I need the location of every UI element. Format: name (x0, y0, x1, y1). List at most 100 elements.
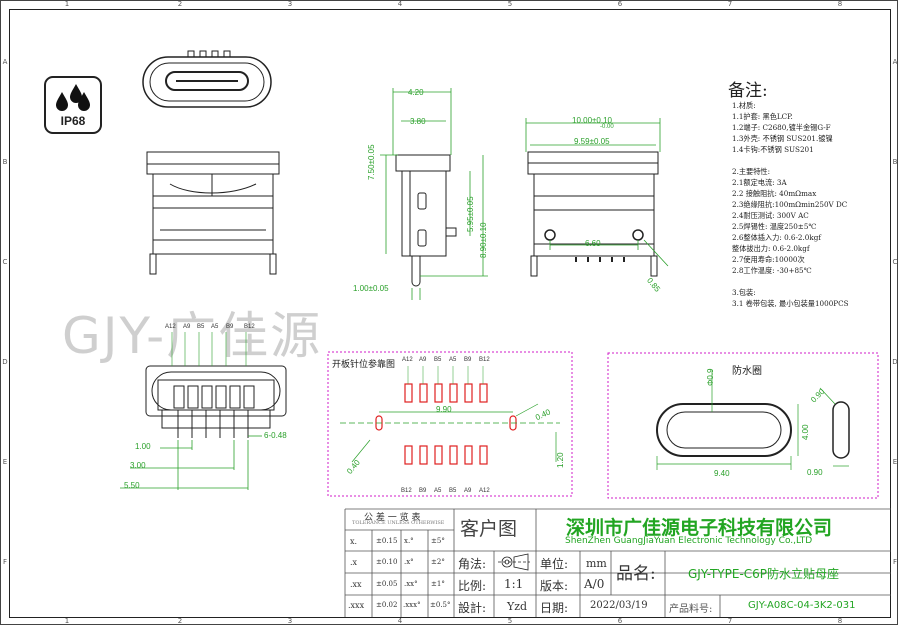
dim-1-00-side: 1.00±0.05 (353, 284, 389, 293)
pcb-box-title: 开板针位参靠图 (332, 360, 396, 370)
note-line: 1.材质: (732, 101, 756, 110)
note-line: 2.主要特性: (732, 167, 771, 176)
zone-right-b: B (892, 158, 898, 166)
note-line: 2.2 接触阻抗: 40mΩmax (732, 189, 817, 198)
customer-drawing-label: 客户图 (460, 518, 518, 540)
tol-row-1-b: ±0.15 (376, 537, 398, 545)
dim-ring-4-00: 4.00 (801, 424, 810, 440)
tol-row-3-c: .xx° (404, 580, 418, 588)
tol-row-2-a: .x (350, 558, 358, 567)
zone-bottom-7: 7 (727, 617, 733, 625)
notes-title: 备注: (728, 81, 768, 101)
ip68-text: IP68 (60, 114, 86, 128)
note-line: 2.3绝缘阻抗:100mΩmin250V DC (732, 200, 848, 209)
dim-4-20: 4.20 (408, 88, 424, 97)
note-line: 3.包装: (732, 288, 756, 297)
dim-ring-phi-0-9: Φ0.9 (706, 368, 715, 386)
dim-pcb-9-90: 9.90 (436, 405, 452, 414)
tolerance-header: 公 差 一 览 表 (364, 513, 421, 523)
pin-label-a9: A9 (183, 324, 191, 330)
design-label: 設計: (458, 601, 487, 615)
zone-bottom-3: 3 (287, 617, 293, 625)
dim-10-00: 10.00±0.10 (572, 116, 612, 125)
tol-row-2-b: ±0.10 (376, 558, 398, 566)
tol-row-2-c: .x° (404, 558, 414, 566)
dim-5-95: 5.95±0.05 (466, 196, 475, 232)
zone-bottom-1: 1 (64, 617, 70, 625)
dim-3-80: 3.80 (410, 117, 426, 126)
dim-ring-0-90-bottom: 0.90 (807, 468, 823, 477)
zone-top-1: 1 (64, 0, 70, 8)
zone-right-c: C (892, 258, 898, 266)
dim-5-50: 5.50 (124, 481, 140, 490)
scale-label: 比例: (458, 579, 487, 593)
ring-box-title: 防水圈 (732, 366, 762, 377)
tol-row-1-a: x. (350, 537, 358, 546)
dim-1-00-bottom: 1.00 (135, 442, 151, 451)
zone-bottom-6: 6 (617, 617, 623, 625)
note-line: 1.1护套: 黑色LCP. (732, 112, 793, 121)
pcb-pin-a9: A9 (419, 357, 427, 363)
zone-right-e: E (892, 458, 898, 466)
zone-top-7: 7 (727, 0, 733, 8)
part-number: GJY-A08C-04-3K2-031 (748, 600, 856, 611)
dim-ring-9-40: 9.40 (714, 469, 730, 478)
company-name-en: ShenZhen GuangJiaYuan Electronic Technol… (565, 536, 813, 546)
dim-6-60: 6.60 (585, 239, 601, 248)
dim-7-50: 7.50±0.05 (367, 144, 376, 180)
zone-left-e: E (2, 458, 8, 466)
note-line: 1.2端子: C2680,镀半金锡G-F (732, 123, 831, 132)
zone-top-5: 5 (507, 0, 513, 8)
pin-label-a12: A12 (165, 324, 176, 330)
water-drops-icon (56, 84, 90, 111)
tol-row-4-b: ±0.02 (376, 601, 398, 609)
zone-top-8: 8 (837, 0, 843, 8)
pin-label-b12: B12 (244, 324, 255, 330)
pin-label-a5: A5 (211, 324, 219, 330)
dim-6-0-48: 6-0.48 (264, 431, 287, 440)
note-line: 2.5焊锡性: 温度250±5℃ (732, 222, 817, 231)
tol-row-3-d: ±1° (431, 580, 445, 588)
note-line: 2.8工作温度: -30+85℃ (732, 266, 812, 275)
tol-row-1-c: x.° (404, 537, 414, 545)
zone-top-6: 6 (617, 0, 623, 8)
zone-bottom-5: 5 (507, 617, 513, 625)
zone-left-a: A (2, 58, 8, 66)
dim-3-00: 3.00 (130, 461, 146, 470)
tol-row-4-d: ±0.5° (430, 601, 451, 609)
pcb-pin-b9: B9 (464, 357, 472, 363)
pcb-pin-bottom-b5: B5 (449, 488, 457, 494)
note-line: 2.7使用寿命:10000次 (732, 255, 805, 264)
pcb-pin-b5: B5 (434, 357, 442, 363)
note-line: 2.4耐压测试: 300V AC (732, 211, 809, 220)
note-line: 2.1额定电流: 3A (732, 178, 787, 187)
zone-right-a: A (892, 58, 898, 66)
tolerance-subheader: TOLERANCE UNLESS OTHERWISE (352, 520, 445, 526)
tol-row-4-a: .xxx (348, 601, 365, 610)
pcb-pin-b12: B12 (479, 357, 490, 363)
dim-8-90: 8.90±0.10 (479, 222, 488, 258)
zone-bottom-8: 8 (837, 617, 843, 625)
pcb-pin-bottom-b9: B9 (419, 488, 427, 494)
zone-left-f: F (2, 558, 8, 566)
zone-right-f: F (892, 558, 898, 566)
pin-label-b5: B5 (197, 324, 205, 330)
drawing-border (9, 9, 891, 618)
watermark: GJY-广佳源 (62, 307, 323, 365)
tol-row-1-d: ±5° (431, 537, 445, 545)
version-value: A/0 (584, 577, 605, 591)
pcb-pin-a12: A12 (402, 357, 413, 363)
pin-label-b9: B9 (226, 324, 234, 330)
pcb-pin-bottom-b12: B12 (401, 488, 412, 494)
tol-row-3-a: .xx (350, 580, 362, 589)
date-label: 日期: (540, 601, 569, 615)
zone-left-d: D (2, 358, 8, 366)
scale-value: 1:1 (504, 577, 524, 591)
version-label: 版本: (540, 579, 569, 593)
zone-left-c: C (2, 258, 8, 266)
tol-row-4-c: .xxx° (403, 601, 421, 609)
date-value: 2022/03/19 (590, 600, 648, 611)
dim-10-00-lower: -0.00 (600, 124, 614, 130)
dim-9-59: 9.59±0.05 (574, 137, 610, 146)
